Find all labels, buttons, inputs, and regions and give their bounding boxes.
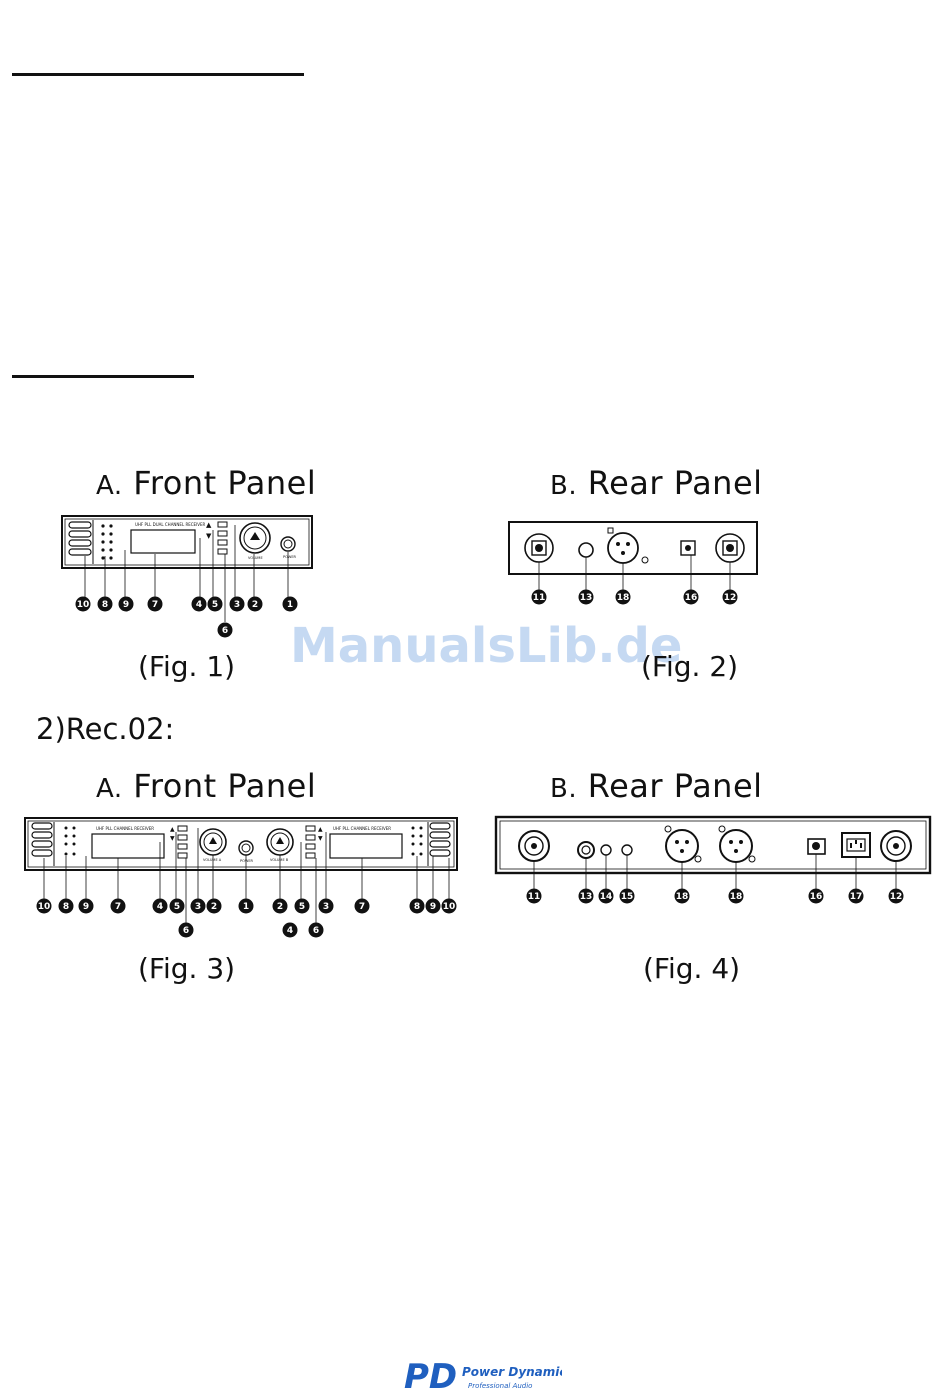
fig3-heading: A. Front Panel <box>96 767 316 805</box>
fig4-callout: 18 <box>676 892 689 902</box>
fig2-caption: (Fig. 2) <box>641 650 739 683</box>
svg-text:▼: ▼ <box>170 835 175 842</box>
fig4-callout: 17 <box>850 892 863 902</box>
logo-brand: Power Dynamics <box>462 1365 562 1379</box>
fig4-callout: 18 <box>730 892 743 902</box>
fig3-callout: 7 <box>115 902 121 912</box>
mid-underline <box>12 375 194 378</box>
fig3-callout: 8 <box>63 902 69 912</box>
fig1-heading: A. Front Panel <box>96 464 316 502</box>
fig1-callout: 8 <box>102 600 108 610</box>
fig2-callout: 13 <box>580 593 593 603</box>
svg-text:▲: ▲ <box>206 521 212 529</box>
fig2-callout: 16 <box>685 593 698 603</box>
fig1-caption: (Fig. 1) <box>138 650 236 683</box>
fig4-callout: 15 <box>621 892 634 902</box>
fig1-callout: 6 <box>222 626 228 636</box>
fig2-heading-prefix: B. <box>550 471 578 501</box>
top-underline <box>12 73 304 76</box>
fig1-power-label: POWER <box>283 555 297 559</box>
fig3-callout: 4 <box>287 926 293 936</box>
fig3-display-label-b: UHF PLL CHANNEL RECEIVER <box>333 826 391 831</box>
watermark: ManualsLib.de <box>290 618 683 674</box>
logo-tagline: Professional Audio <box>468 1382 532 1390</box>
fig1-callout: 1 <box>287 600 293 610</box>
fig4-caption: (Fig. 4) <box>643 952 741 985</box>
fig4-callout: 14 <box>600 892 613 902</box>
fig4-callout: 16 <box>810 892 823 902</box>
fig4-rear-panel-diagram: 11 13 14 15 18 18 16 17 12 <box>494 815 932 904</box>
fig3-callout: 2 <box>211 902 217 912</box>
svg-text:▼: ▼ <box>206 532 212 540</box>
fig3-callout: 10 <box>443 902 456 912</box>
fig3-callout: 1 <box>243 902 249 912</box>
fig3-display-label-a: UHF PLL CHANNEL RECEIVER <box>96 826 154 831</box>
fig3-callout: 3 <box>323 902 329 912</box>
power-dynamics-logo: PD Power Dynamics Professional Audio <box>404 1357 562 1394</box>
fig2-callout: 18 <box>617 593 630 603</box>
svg-text:▲: ▲ <box>170 826 175 833</box>
svg-text:▲: ▲ <box>318 826 323 833</box>
fig3-front-panel-diagram: UHF PLL CHANNEL RECEIVER ▲ ▼ VOLUME A PO… <box>24 817 458 938</box>
fig3-callout: 4 <box>157 902 163 912</box>
fig3-callout: 6 <box>183 926 189 936</box>
fig3-callout: 5 <box>174 902 180 912</box>
fig1-display-label: UHF PLL DUAL CHANNEL RECEIVER <box>135 522 206 527</box>
fig2-rear-panel-diagram: 11 13 18 16 12 <box>508 521 758 605</box>
fig1-front-panel-diagram: UHF PLL DUAL CHANNEL RECEIVER ▲ ▼ VOLUME… <box>61 515 313 638</box>
fig4-heading-prefix: B. <box>550 774 578 804</box>
fig3-callout: 9 <box>430 902 436 912</box>
fig4-callout: 11 <box>528 892 541 902</box>
fig2-callout: 11 <box>533 593 546 603</box>
fig4-heading: B. Rear Panel <box>550 767 763 805</box>
fig4-callout: 12 <box>890 892 903 902</box>
fig3-callout: 6 <box>313 926 319 936</box>
fig1-callout: 10 <box>77 600 90 610</box>
fig3-callout: 7 <box>359 902 365 912</box>
fig4-heading-text: Rear Panel <box>587 767 763 805</box>
fig1-callout: 2 <box>252 600 258 610</box>
fig2-heading-text: Rear Panel <box>587 464 763 502</box>
fig2-callout: 12 <box>724 593 737 603</box>
fig3-callout: 3 <box>195 902 201 912</box>
fig2-heading: B. Rear Panel <box>550 464 763 502</box>
fig1-volume-label: VOLUME <box>248 556 263 560</box>
fig3-caption: (Fig. 3) <box>138 952 236 985</box>
logo-mark: PD <box>404 1357 457 1394</box>
fig3-volume-a-label: VOLUME A <box>203 858 222 862</box>
fig3-power-label: POWER <box>240 859 254 863</box>
fig1-callout: 7 <box>152 600 158 610</box>
fig1-callout: 4 <box>196 600 202 610</box>
fig3-heading-text: Front Panel <box>133 767 317 805</box>
fig1-heading-prefix: A. <box>96 471 123 501</box>
svg-text:▼: ▼ <box>318 835 323 842</box>
fig1-callout: 5 <box>212 600 218 610</box>
fig1-callout: 3 <box>234 600 240 610</box>
fig3-callout: 10 <box>38 902 51 912</box>
fig3-heading-prefix: A. <box>96 774 123 804</box>
fig3-volume-b-label: VOLUME B <box>270 858 289 862</box>
fig1-callout: 9 <box>123 600 129 610</box>
fig3-callout: 5 <box>299 902 305 912</box>
section-label: 2)Rec.02: <box>36 712 175 746</box>
fig4-callout: 13 <box>580 892 593 902</box>
fig3-callout: 9 <box>83 902 89 912</box>
fig3-callout: 2 <box>277 902 283 912</box>
fig3-callout: 8 <box>414 902 420 912</box>
fig1-heading-text: Front Panel <box>133 464 317 502</box>
